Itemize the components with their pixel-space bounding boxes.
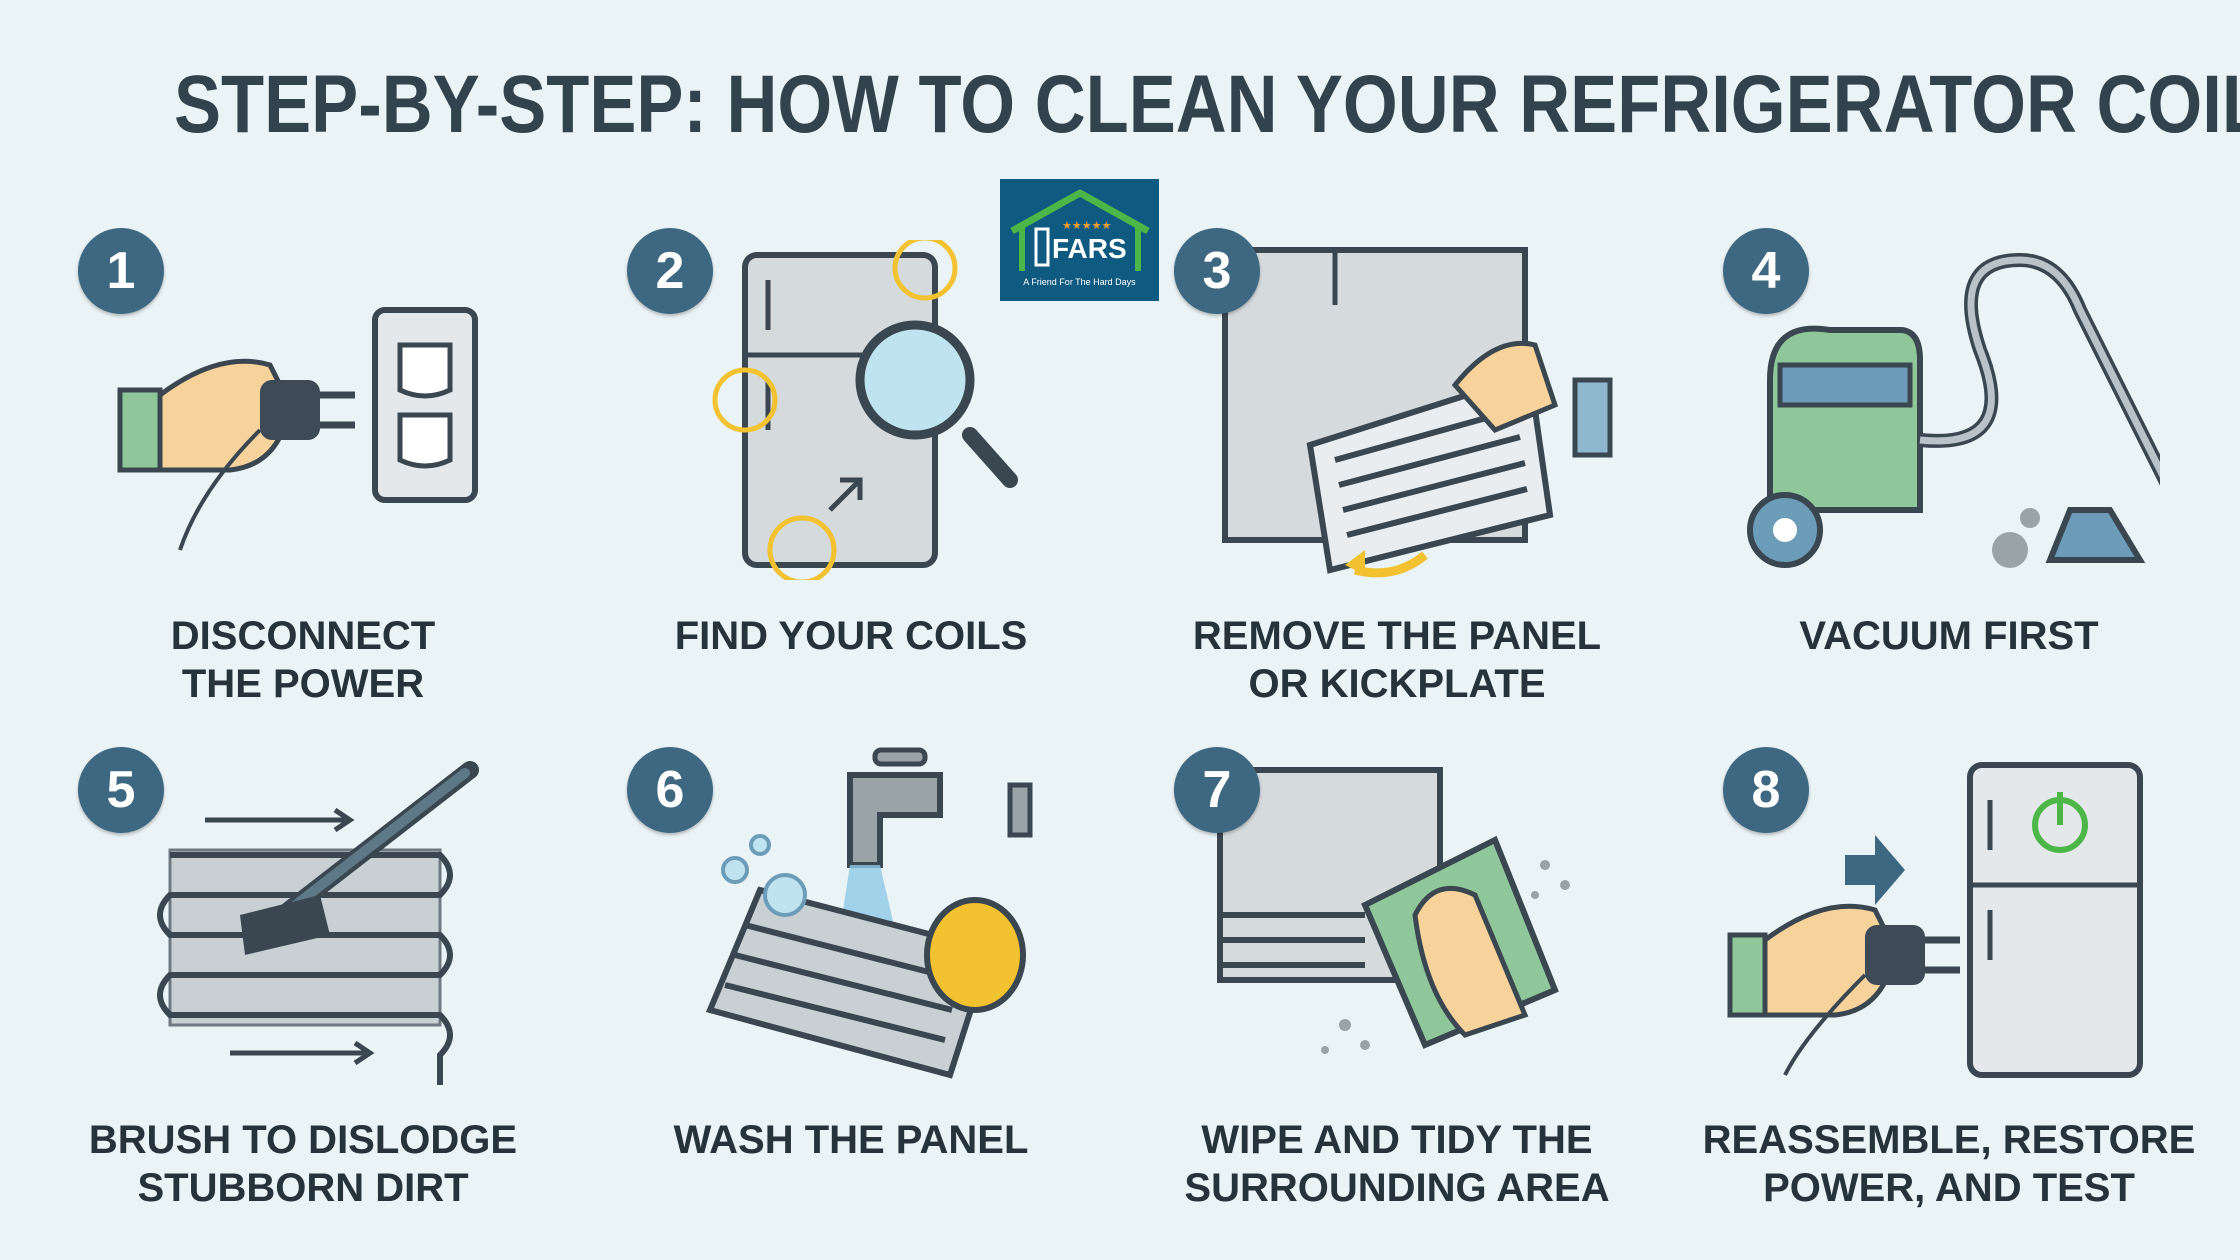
remove-panel-illustration	[1222, 247, 1613, 578]
restore-power-illustration	[1727, 762, 2143, 1078]
hand-icon	[1412, 885, 1529, 1038]
faucet-icon	[847, 772, 943, 868]
wipe-area-illustration	[1217, 767, 1570, 1054]
step-2-badge: 2	[627, 228, 713, 314]
fridge-icon	[1967, 762, 2143, 1078]
step-7-badge: 7	[1174, 747, 1260, 833]
magnifier-icon	[855, 320, 975, 440]
sponge-icon	[924, 897, 1026, 1013]
outlet-icon	[372, 307, 478, 503]
unplug-illustration	[117, 307, 478, 551]
wash-panel-illustration	[705, 747, 1033, 1079]
house-roof-icon: ★★★★★	[1010, 189, 1150, 271]
step-8-badge: 8	[1723, 747, 1809, 833]
find-coils-illustration	[712, 240, 1018, 580]
arrow-right-icon	[1845, 835, 1905, 905]
vacuum-illustration	[1747, 252, 2160, 568]
step-2-label: FIND YOUR COILS	[674, 614, 1028, 658]
step-6-badge: 6	[627, 747, 713, 833]
step-5-badge: 5	[78, 747, 164, 833]
fars-logo: ★★★★★ FARS A Friend For The Hard Days	[1000, 179, 1159, 301]
step-4-label: VACUUM FIRST	[1799, 614, 2099, 658]
brush-coils-illustration	[157, 761, 479, 1085]
step-3-badge: 3	[1174, 228, 1260, 314]
vacuum-body-icon	[1767, 325, 1923, 513]
step-1-badge: 1	[78, 228, 164, 314]
step-6-label: WASH THE PANEL	[673, 1118, 1029, 1162]
svg-text:★★★★★: ★★★★★	[1062, 220, 1111, 232]
step-4-badge: 4	[1723, 228, 1809, 314]
page-title: STEP-BY-STEP: HOW TO CLEAN YOUR REFRIGER…	[174, 59, 2240, 150]
